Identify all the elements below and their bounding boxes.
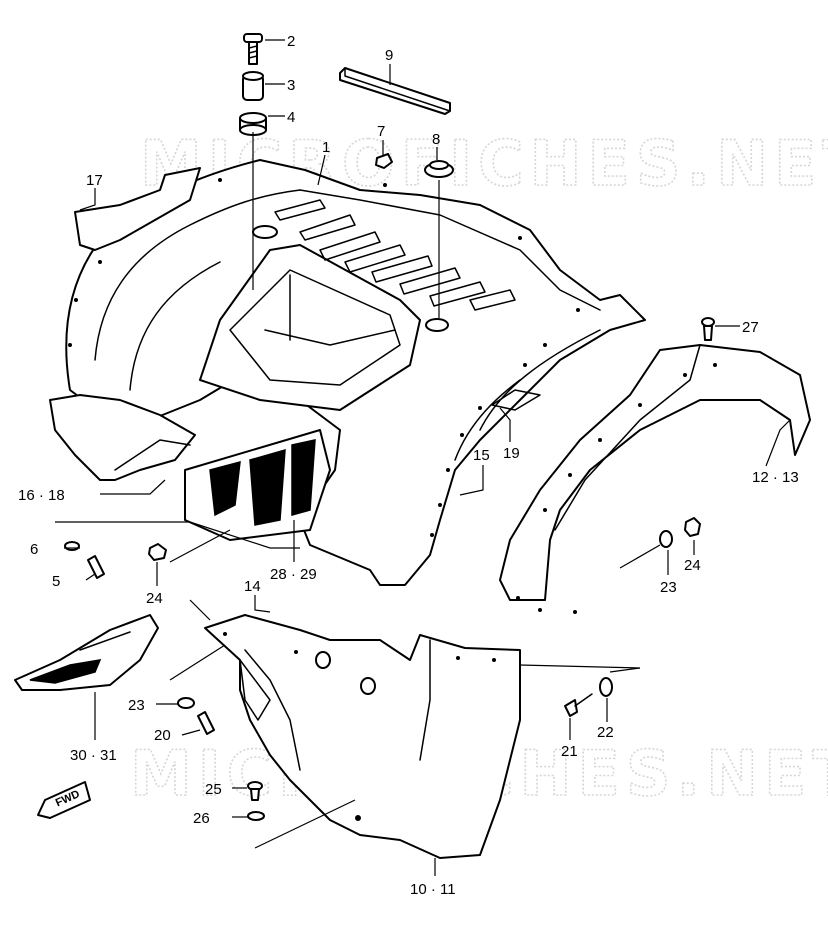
lower-inner-fender-part-10-11 [204,614,521,859]
bolt-part-20 [197,711,215,735]
grommet-part-8 [424,160,454,178]
callout-28-29: 28 · 29 [270,566,317,583]
callout-10-11: 10 · 11 [410,881,456,898]
bolt-part-21 [564,693,593,717]
nut-part-24-right [684,517,701,537]
screw-part-25 [247,781,263,801]
bolt-part-2 [243,33,263,65]
strip-part-19 [491,389,541,411]
nut-part-24-left [148,543,167,561]
washer-part-23-left [177,697,195,709]
callout-7: 7 [377,123,385,140]
fwd-arrow-icon: FWD [37,781,91,819]
decal-part-28-29 [184,429,331,541]
callout-labels: 2 3 4 9 7 8 1 17 27 19 15 12 · 13 16 · 1… [18,33,799,898]
callout-30-31: 30 · 31 [70,747,117,764]
nut-part-26 [247,811,265,821]
callout-23-right: 23 [660,579,677,596]
callout-16-18: 16 · 18 [18,487,65,504]
clip-part-27 [701,317,715,341]
callout-6: 6 [30,541,38,558]
callout-24-right: 24 [684,557,701,574]
callout-8: 8 [432,131,440,148]
callout-26: 26 [193,810,210,827]
callout-23-left: 23 [128,697,145,714]
vent-slots [274,199,516,311]
rubber-strip-part-9 [339,67,451,115]
callout-20: 20 [154,727,171,744]
washer-part-6 [64,541,80,551]
collar-part-3 [242,71,264,101]
callout-21: 21 [561,743,578,760]
callout-12-13: 12 · 13 [752,469,799,486]
floor-mat-part-30-31 [14,614,159,691]
inner-splash-guard-part-16-18 [49,394,196,481]
washer-part-23-right [659,530,673,548]
callout-24-left: 24 [146,590,163,607]
leader-lines [55,39,791,876]
rear-fender-part-1 [65,159,646,586]
callout-5: 5 [52,573,60,590]
washer-part-22 [599,677,613,697]
splash-panel-part-17 [74,167,201,251]
callout-17: 17 [86,172,103,189]
callout-1: 1 [322,139,330,156]
bolt-part-5 [87,555,105,579]
callout-15: 15 [473,447,490,464]
grommet-part-4 [239,112,267,136]
fender-flare-part-12-13 [499,344,811,614]
nut-part-7 [375,153,393,169]
callout-22: 22 [597,724,614,741]
flare-holes [516,363,717,614]
callout-2: 2 [287,33,295,50]
callout-19: 19 [503,445,520,462]
callout-25: 25 [205,781,222,798]
callout-9: 9 [385,47,393,64]
callout-27: 27 [742,319,759,336]
callout-4: 4 [287,109,295,126]
callout-14: 14 [244,578,261,595]
callout-3: 3 [287,77,295,94]
